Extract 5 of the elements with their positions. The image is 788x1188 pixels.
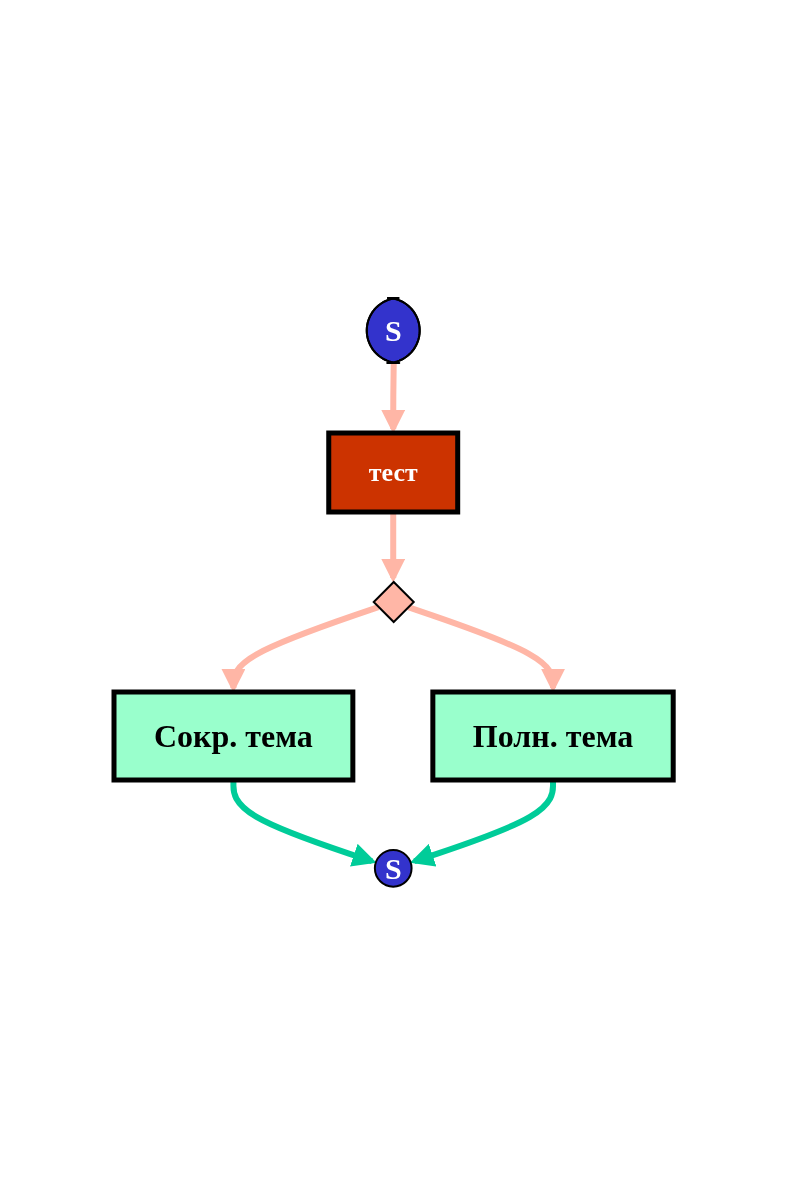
node-circle: S xyxy=(374,848,413,888)
node-box: Сокр. тема xyxy=(111,689,356,783)
node-box: тест xyxy=(326,430,461,515)
node-box: Полн. тема xyxy=(430,689,677,783)
node-diamond xyxy=(372,580,416,623)
